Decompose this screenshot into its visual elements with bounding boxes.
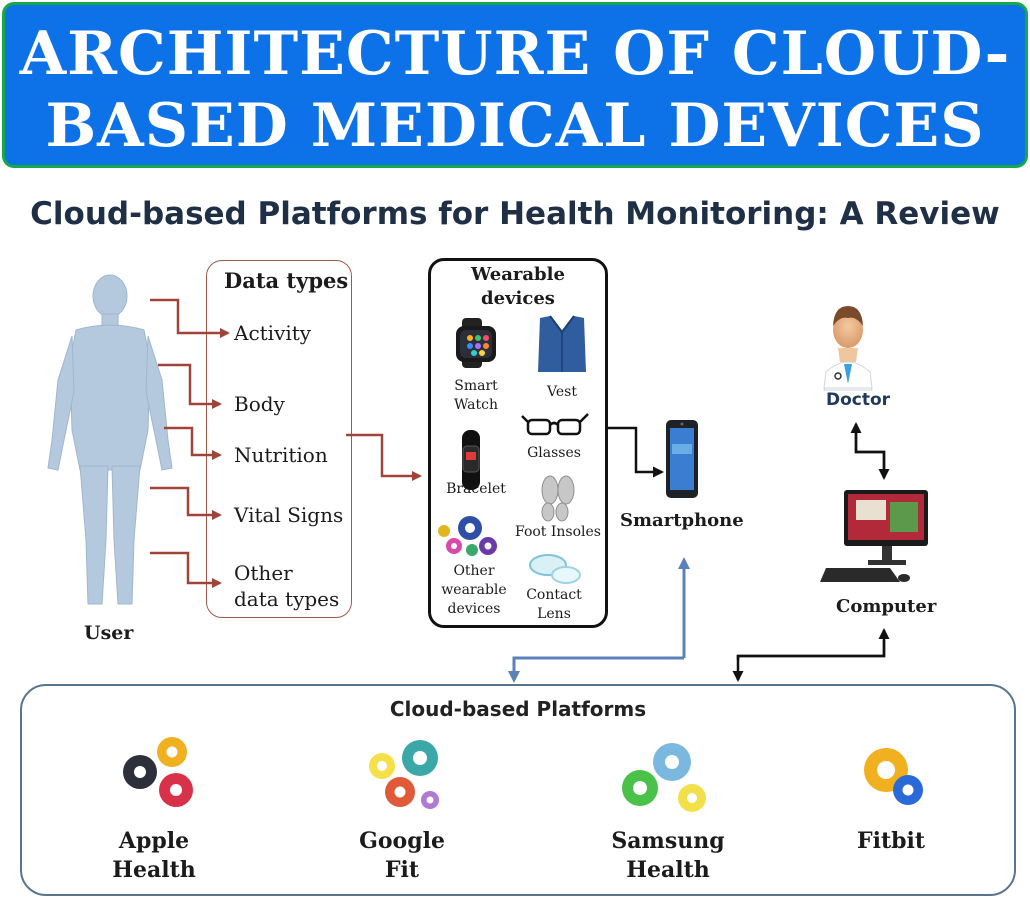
platform-fitbit-label: Fitbit <box>856 828 926 854</box>
google-fit-gears-icon <box>369 740 439 809</box>
data-types-title: Data types <box>224 268 349 293</box>
platform-samsung-health-line-1: Samsung <box>611 828 725 854</box>
user-silhouette-icon <box>47 274 173 605</box>
contact-lens-icon <box>529 554 581 584</box>
doctor-label: Doctor <box>826 390 891 410</box>
contact-lens-label-2: Lens <box>537 606 571 622</box>
platform-apple-health-line-1: Apple <box>118 828 190 854</box>
smartwatch-icon <box>456 318 496 368</box>
platform-apple-health-line-2: Health <box>112 857 196 883</box>
platform-google-fit-line-1: Google <box>359 828 445 854</box>
data-type-other-data-types: data types <box>234 587 340 611</box>
bracelet-icon <box>462 430 480 490</box>
data-type-body: Body <box>234 392 285 416</box>
title-banner: ARCHITECTURE OF CLOUD- BASED MEDICAL DEV… <box>2 2 1028 168</box>
data-type-other: Other <box>234 561 293 585</box>
wearables-title-1: Wearable <box>471 264 565 285</box>
data-type-vital-signs: Vital Signs <box>234 503 344 527</box>
computer-label: Computer <box>836 596 937 617</box>
platform-google-fit-line-2: Fit <box>384 857 420 883</box>
other-wearables-label-3: devices <box>447 601 501 617</box>
vest-icon <box>538 315 586 372</box>
data-type-activity: Activity <box>234 321 312 345</box>
computer-icon <box>820 490 928 582</box>
user-label: User <box>84 622 134 644</box>
wearables-title-2: devices <box>481 288 555 309</box>
fitbit-gears-icon <box>864 748 923 805</box>
smartphone-label: Smartphone <box>620 510 744 531</box>
smartwatch-label-2: Watch <box>453 397 498 413</box>
banner-title-line-1: ARCHITECTURE OF CLOUD- <box>19 19 1011 89</box>
foot-insoles-icon <box>541 475 575 522</box>
other-wearables-label-2: wearable <box>441 582 507 598</box>
other-wearables-gears-icon <box>438 516 497 556</box>
other-wearables-label-1: Other <box>453 563 495 579</box>
smartwatch-label-1: Smart <box>454 378 498 394</box>
platform-samsung-health-line-2: Health <box>626 857 710 883</box>
apple-health-gears-icon <box>123 737 193 807</box>
glasses-label: Glasses <box>527 445 581 461</box>
glasses-icon <box>521 413 589 436</box>
samsung-health-gears-icon <box>622 743 706 812</box>
vest-label: Vest <box>547 384 577 400</box>
doctor-icon <box>823 306 873 391</box>
banner-title-line-2: BASED MEDICAL DEVICES <box>45 91 985 161</box>
data-type-nutrition: Nutrition <box>234 443 328 467</box>
smartphone-icon <box>666 420 698 498</box>
diagram-subtitle: Cloud-based Platforms for Health Monitor… <box>30 196 1000 232</box>
data-types-box <box>206 260 352 618</box>
cloud-platforms-title: Cloud-based Platforms <box>389 697 647 721</box>
contact-lens-label-1: Contact <box>526 587 582 603</box>
bracelet-label: Bracelet <box>446 481 506 497</box>
foot-insoles-label: Foot Insoles <box>515 524 601 540</box>
